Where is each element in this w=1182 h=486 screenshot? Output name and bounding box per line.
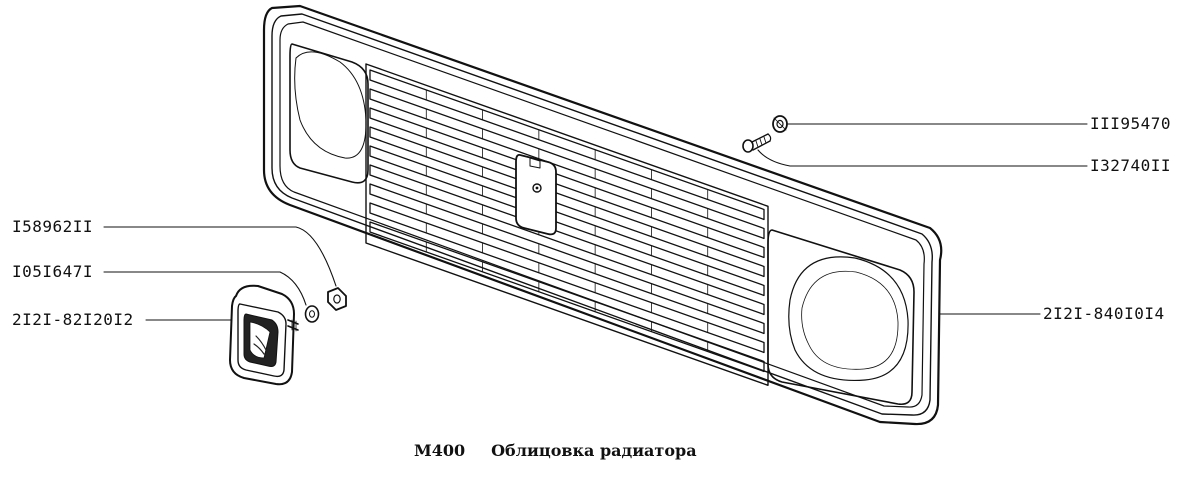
- bolt-part: [742, 133, 772, 153]
- emblem-mount-plate: [515, 153, 557, 236]
- slat-area-border: [365, 63, 769, 387]
- grille-slat: [369, 69, 765, 221]
- callout-emblem: 2I2I-82I20I2: [12, 310, 134, 329]
- callout-washer-left: I05I647I: [12, 262, 94, 281]
- left-nut-part: [327, 287, 347, 311]
- figure-caption: М400 Облицовка радиатора: [414, 441, 697, 460]
- callout-nut-top: III95470: [1090, 114, 1172, 133]
- figure-title: Облицовка радиатора: [491, 441, 697, 460]
- grille-slat: [369, 88, 765, 240]
- grille-slat: [369, 164, 765, 316]
- emblem-badge-part: [229, 284, 299, 386]
- left-washer-part: [304, 305, 320, 323]
- grille-slat: [369, 107, 765, 259]
- grille-slats: [365, 63, 769, 387]
- callout-bolt-top: I32740II: [1090, 156, 1172, 175]
- grille-slat: [369, 145, 765, 297]
- grille-slat: [369, 126, 765, 278]
- grille-slat: [369, 202, 765, 354]
- grille-frame: [262, 4, 943, 426]
- nut-part: [772, 115, 788, 133]
- figure-code: М400: [414, 441, 466, 460]
- grille-slat: [369, 221, 765, 373]
- callout-nut-left: I58962II: [12, 217, 94, 236]
- grille-slat: [369, 183, 765, 335]
- callout-grille: 2I2I-840I0I4: [1043, 304, 1165, 323]
- leader-lines: [103, 123, 1088, 321]
